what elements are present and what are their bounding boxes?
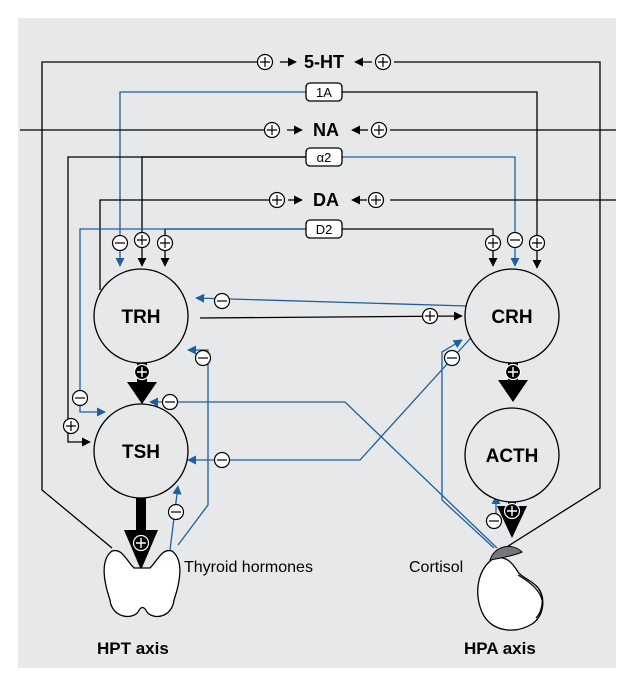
plus-icon [484,234,502,252]
dopamine-pathways [79,195,616,417]
plus-icon [268,191,286,209]
tsh-to-thyroid-arrow [124,488,158,570]
noradrenaline-pathways [20,125,616,447]
minus-icon [194,349,212,367]
serotonin-label: 5-HT [304,52,344,72]
plus-icon [132,534,150,552]
plus-icon [370,121,388,139]
receptor-alpha2: α2 [305,147,343,167]
minus-icon [161,393,179,411]
plus-icon [62,417,80,435]
tsh-node: TSH [93,403,189,499]
crh-node: CRH [464,268,560,364]
trh-label: TRH [121,307,160,328]
minus-icon [167,503,185,521]
serotonin-pathways [41,57,601,549]
receptor-1a-label: 1A [316,85,332,100]
minus-icon [111,234,129,252]
crh-label: CRH [491,307,532,328]
plus-icon [374,53,392,71]
minus-icon [71,389,89,407]
minus-icon [213,292,231,310]
receptor-1a: 1A [305,82,343,102]
plus-icon [133,231,151,249]
acth-label: ACTH [486,446,539,467]
trh-node: TRH [93,268,189,364]
adrenal-kidney [477,545,544,631]
plus-icon [156,234,174,252]
plus-icon [421,307,439,325]
plus-icon [503,502,521,520]
plus-icon [256,53,274,71]
acth-node: ACTH [464,407,560,503]
minus-icon [506,231,524,249]
thyroid-gland [103,549,181,618]
minus-icon [213,451,231,469]
noradrenaline-label: NA [313,120,339,140]
hpa-axis-label: HPA axis [464,639,536,658]
plus-icon [367,191,385,209]
crh-to-acth-arrow [498,362,528,402]
tsh-label: TSH [122,442,160,463]
receptor-alpha2-label: α2 [317,150,332,165]
trh-to-tsh-arrow [127,360,157,404]
dopamine-label: DA [313,190,339,210]
cortisol-label: Cortisol [409,559,463,576]
receptor-d2: D2 [305,219,343,239]
receptor-d2-label: D2 [316,222,333,237]
regulation-symbols [62,53,546,552]
hpt-axis-label: HPT axis [97,639,169,658]
plus-icon [528,234,546,252]
minus-icon [485,512,503,530]
plus-icon [133,363,151,381]
thyroid-hormones-label: Thyroid hormones [184,559,313,576]
plus-icon [504,363,522,381]
minus-icon [443,349,461,367]
plus-icon [263,121,281,139]
